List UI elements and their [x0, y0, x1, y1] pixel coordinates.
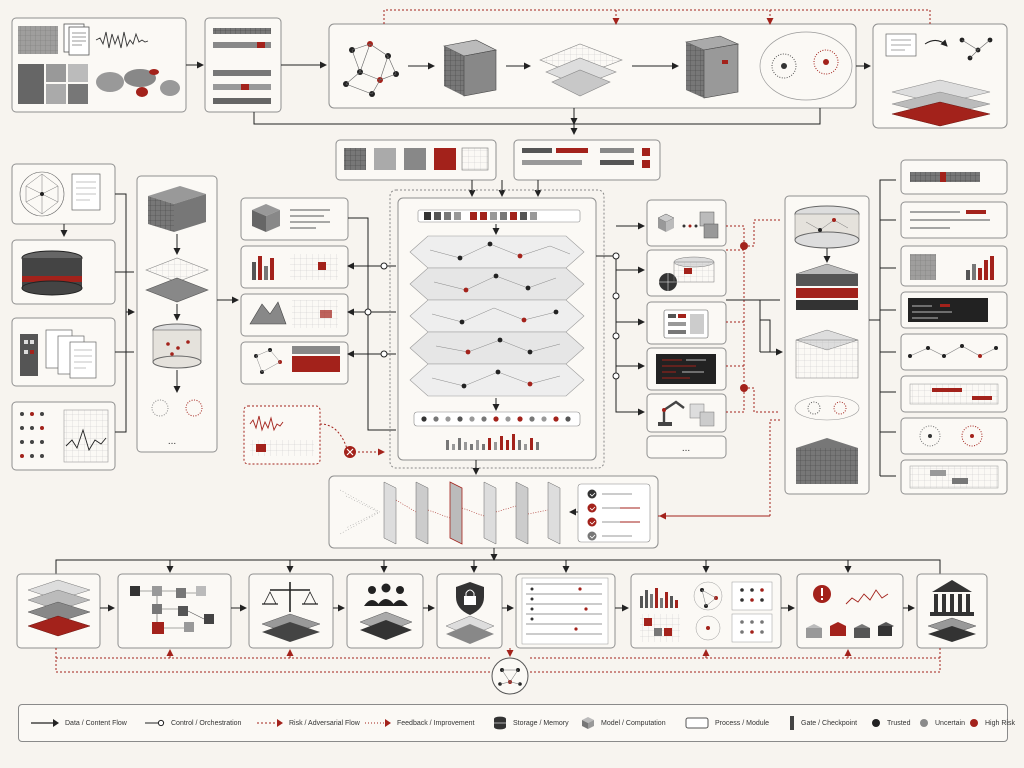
legend-model: Model / Computation	[581, 705, 666, 741]
layer-stack-icon	[539, 43, 623, 97]
legend-label: Risk / Adversarial Flow	[289, 719, 360, 727]
token-rows	[213, 28, 271, 104]
world-map-icon	[96, 69, 180, 97]
legend-control-flow: Control / Orchestration	[145, 705, 241, 741]
check-icon	[587, 489, 597, 499]
model-core-outer	[389, 189, 605, 469]
robot-arm-icon	[658, 400, 685, 426]
hub-network-icon	[498, 668, 522, 686]
output-token-row	[413, 411, 581, 427]
cluster-icon	[759, 31, 853, 101]
legend-label: Uncertain	[935, 719, 965, 727]
trusted-dot-icon	[872, 719, 880, 727]
waveform-icon	[95, 31, 149, 49]
institution-icon	[930, 580, 974, 616]
checks-list	[577, 483, 651, 543]
grid-cube-icon	[148, 186, 206, 232]
legend-uncertain: Uncertain	[919, 705, 965, 741]
mini-graph-icon	[254, 348, 282, 374]
cross-icon	[346, 448, 354, 456]
output-panel-5	[900, 333, 1008, 371]
database-icon	[21, 250, 83, 296]
code-icon	[656, 354, 716, 384]
bar-chart-icon	[252, 256, 274, 280]
cylinder-icon	[152, 323, 202, 369]
ellipsis-modules: ...	[682, 443, 690, 454]
network-icon	[343, 41, 399, 97]
vector-store-icon	[794, 205, 860, 249]
legend-data-flow: Data / Content Flow	[31, 705, 127, 741]
cube-icon	[443, 39, 497, 97]
mountain-icon	[249, 301, 287, 325]
feature-panels	[240, 197, 396, 465]
warning-icon	[813, 585, 831, 603]
high-risk-dot-icon	[970, 719, 978, 727]
feedback-hub	[491, 657, 529, 695]
image-tiles	[18, 64, 88, 104]
legend-process: Process / Module	[685, 705, 769, 741]
cube-icon	[582, 717, 594, 729]
scales-icon	[262, 582, 318, 612]
legend-label: Data / Content Flow	[65, 719, 127, 727]
legend-label: Control / Orchestration	[171, 719, 242, 727]
top-row	[11, 9, 1008, 135]
output-distribution-bars	[446, 434, 539, 450]
control-line-icon	[145, 719, 165, 727]
legend-trusted: Trusted	[871, 705, 910, 741]
legend-high-risk: High Risk	[969, 705, 1015, 741]
right-gates	[596, 225, 640, 413]
voxel-block-icon	[796, 438, 858, 484]
validation-panel	[328, 419, 780, 549]
small-network-icon	[959, 37, 993, 61]
solid-arrow-icon	[31, 719, 59, 727]
database-icon	[494, 716, 506, 730]
chart-icon	[65, 428, 107, 452]
cluster-ellipse-icon	[794, 395, 860, 421]
histogram-icon	[640, 588, 678, 608]
output-column	[900, 159, 1008, 495]
gate-icon	[790, 716, 794, 730]
legend-label: Model / Computation	[601, 719, 666, 727]
uncertain-dot-icon	[920, 719, 928, 727]
output-panel-7	[900, 417, 1008, 455]
application-modules: ...	[646, 199, 783, 459]
tensor-icon	[684, 35, 740, 99]
embedding-row	[417, 209, 581, 223]
bottom-row	[16, 548, 988, 695]
legend-risk-flow: Risk / Adversarial Flow	[257, 705, 360, 741]
document-icon	[63, 23, 90, 56]
workflow-graph	[117, 573, 232, 649]
feedback-arrow-icon	[365, 719, 391, 727]
dot-matrix	[20, 412, 44, 458]
mosaic-thumbnail	[18, 26, 58, 54]
stack-icon	[795, 263, 859, 310]
transformer-layers	[409, 235, 585, 397]
legend-label: Trusted	[887, 719, 911, 727]
people-icon	[364, 583, 408, 606]
central-model	[335, 139, 661, 475]
building-icon	[20, 334, 38, 376]
left-column: ...	[11, 163, 239, 471]
pipeline-filters	[339, 481, 561, 545]
grid-block-icon	[795, 329, 859, 379]
legend-label: Feedback / Improvement	[397, 719, 475, 727]
legend-label: High Risk	[985, 719, 1015, 727]
shield-lock-icon	[456, 582, 484, 615]
legend: Data / Content Flow Control / Orchestrat…	[18, 704, 1015, 742]
module-more	[646, 435, 727, 459]
dashed-red-arrow-icon	[257, 719, 283, 727]
ellipsis-preprocessing: ...	[168, 436, 176, 447]
legend-gate: Gate / Checkpoint	[789, 705, 857, 741]
module-box-icon	[685, 717, 709, 729]
legend-label: Storage / Memory	[513, 719, 569, 727]
storage-column	[784, 179, 896, 495]
legend-label: Gate / Checkpoint	[801, 719, 858, 727]
legend-label: Process / Module	[715, 719, 770, 727]
legend-feedback-flow: Feedback / Improvement	[365, 705, 474, 741]
legend-storage: Storage / Memory	[493, 705, 569, 741]
